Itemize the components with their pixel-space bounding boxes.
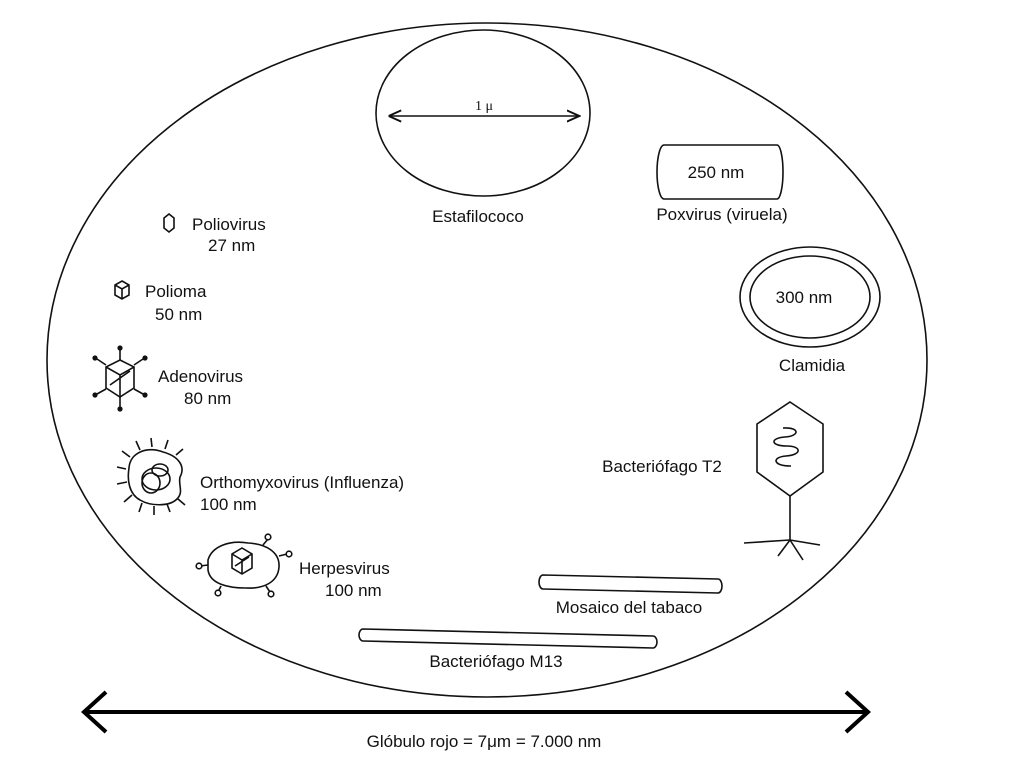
polioma-size: 50 nm [155,305,202,324]
polioma-icon [114,280,130,300]
bacteriophage-m13-rod [358,628,658,649]
clamidia-inner-ring [749,255,871,339]
poliovirus: Poliovirus 27 nm [163,212,266,255]
herpesvirus-size: 100 nm [325,581,382,600]
tobacco-mosaic-rod [538,574,723,594]
bacteriophage-m13-label: Bacteriófago M13 [429,652,562,671]
adenovirus-label: Adenovirus [158,367,243,386]
poxvirus-shape [656,144,784,200]
herpesvirus: Herpesvirus 100 nm [195,533,390,600]
orthomyxovirus-size: 100 nm [200,495,257,514]
poxvirus-size: 250 nm [688,163,745,182]
clamidia-size: 300 nm [776,288,833,307]
bacteriophage-t2-label: Bacteriófago T2 [602,457,722,476]
adenovirus: Adenovirus 80 nm [92,345,243,412]
staphylococcus-circle [375,29,591,197]
poliovirus-size: 27 nm [208,236,255,255]
orthomyxovirus-label: Orthomyxovirus (Influenza) [200,473,404,492]
orthomyxovirus: Orthomyxovirus (Influenza) 100 nm [116,437,404,515]
herpesvirus-icon [195,533,293,598]
polioma-label: Polioma [145,282,207,301]
bacteriophage-m13: Bacteriófago M13 [358,628,658,671]
clamidia-outer-ring [739,246,881,348]
herpesvirus-label: Herpesvirus [299,559,390,578]
staphylococcus-label: Estafilococo [432,207,524,226]
red-blood-cell-outline [46,22,928,698]
adenovirus-size: 80 nm [184,389,231,408]
orthomyxovirus-icon [116,437,186,515]
staphylococcus: 1 μ Estafilococo [375,29,591,226]
one-micron-label: 1 μ [475,99,493,114]
clamidia: 300 nm Clamidia [739,246,881,375]
arrow-left-icon [81,690,108,734]
arrow-right-icon [844,690,871,734]
poliovirus-label: Poliovirus [192,215,266,234]
red-blood-cell-caption: Glóbulo rojo = 7μm = 7.000 nm [367,732,602,751]
polioma: Polioma 50 nm [114,280,207,324]
poliovirus-icon [163,212,175,234]
poxvirus: 250 nm Poxvirus (viruela) [656,144,788,224]
poxvirus-label: Poxvirus (viruela) [656,205,787,224]
tobacco-mosaic-virus: Mosaico del tabaco [538,574,723,617]
red-blood-cell-scale: Glóbulo rojo = 7μm = 7.000 nm [81,690,871,751]
adenovirus-icon [92,345,148,412]
bacteriophage-t2-icon [743,401,824,561]
clamidia-label: Clamidia [779,356,846,375]
bacteriophage-t2: Bacteriófago T2 [602,401,824,561]
tobacco-mosaic-label: Mosaico del tabaco [556,598,702,617]
